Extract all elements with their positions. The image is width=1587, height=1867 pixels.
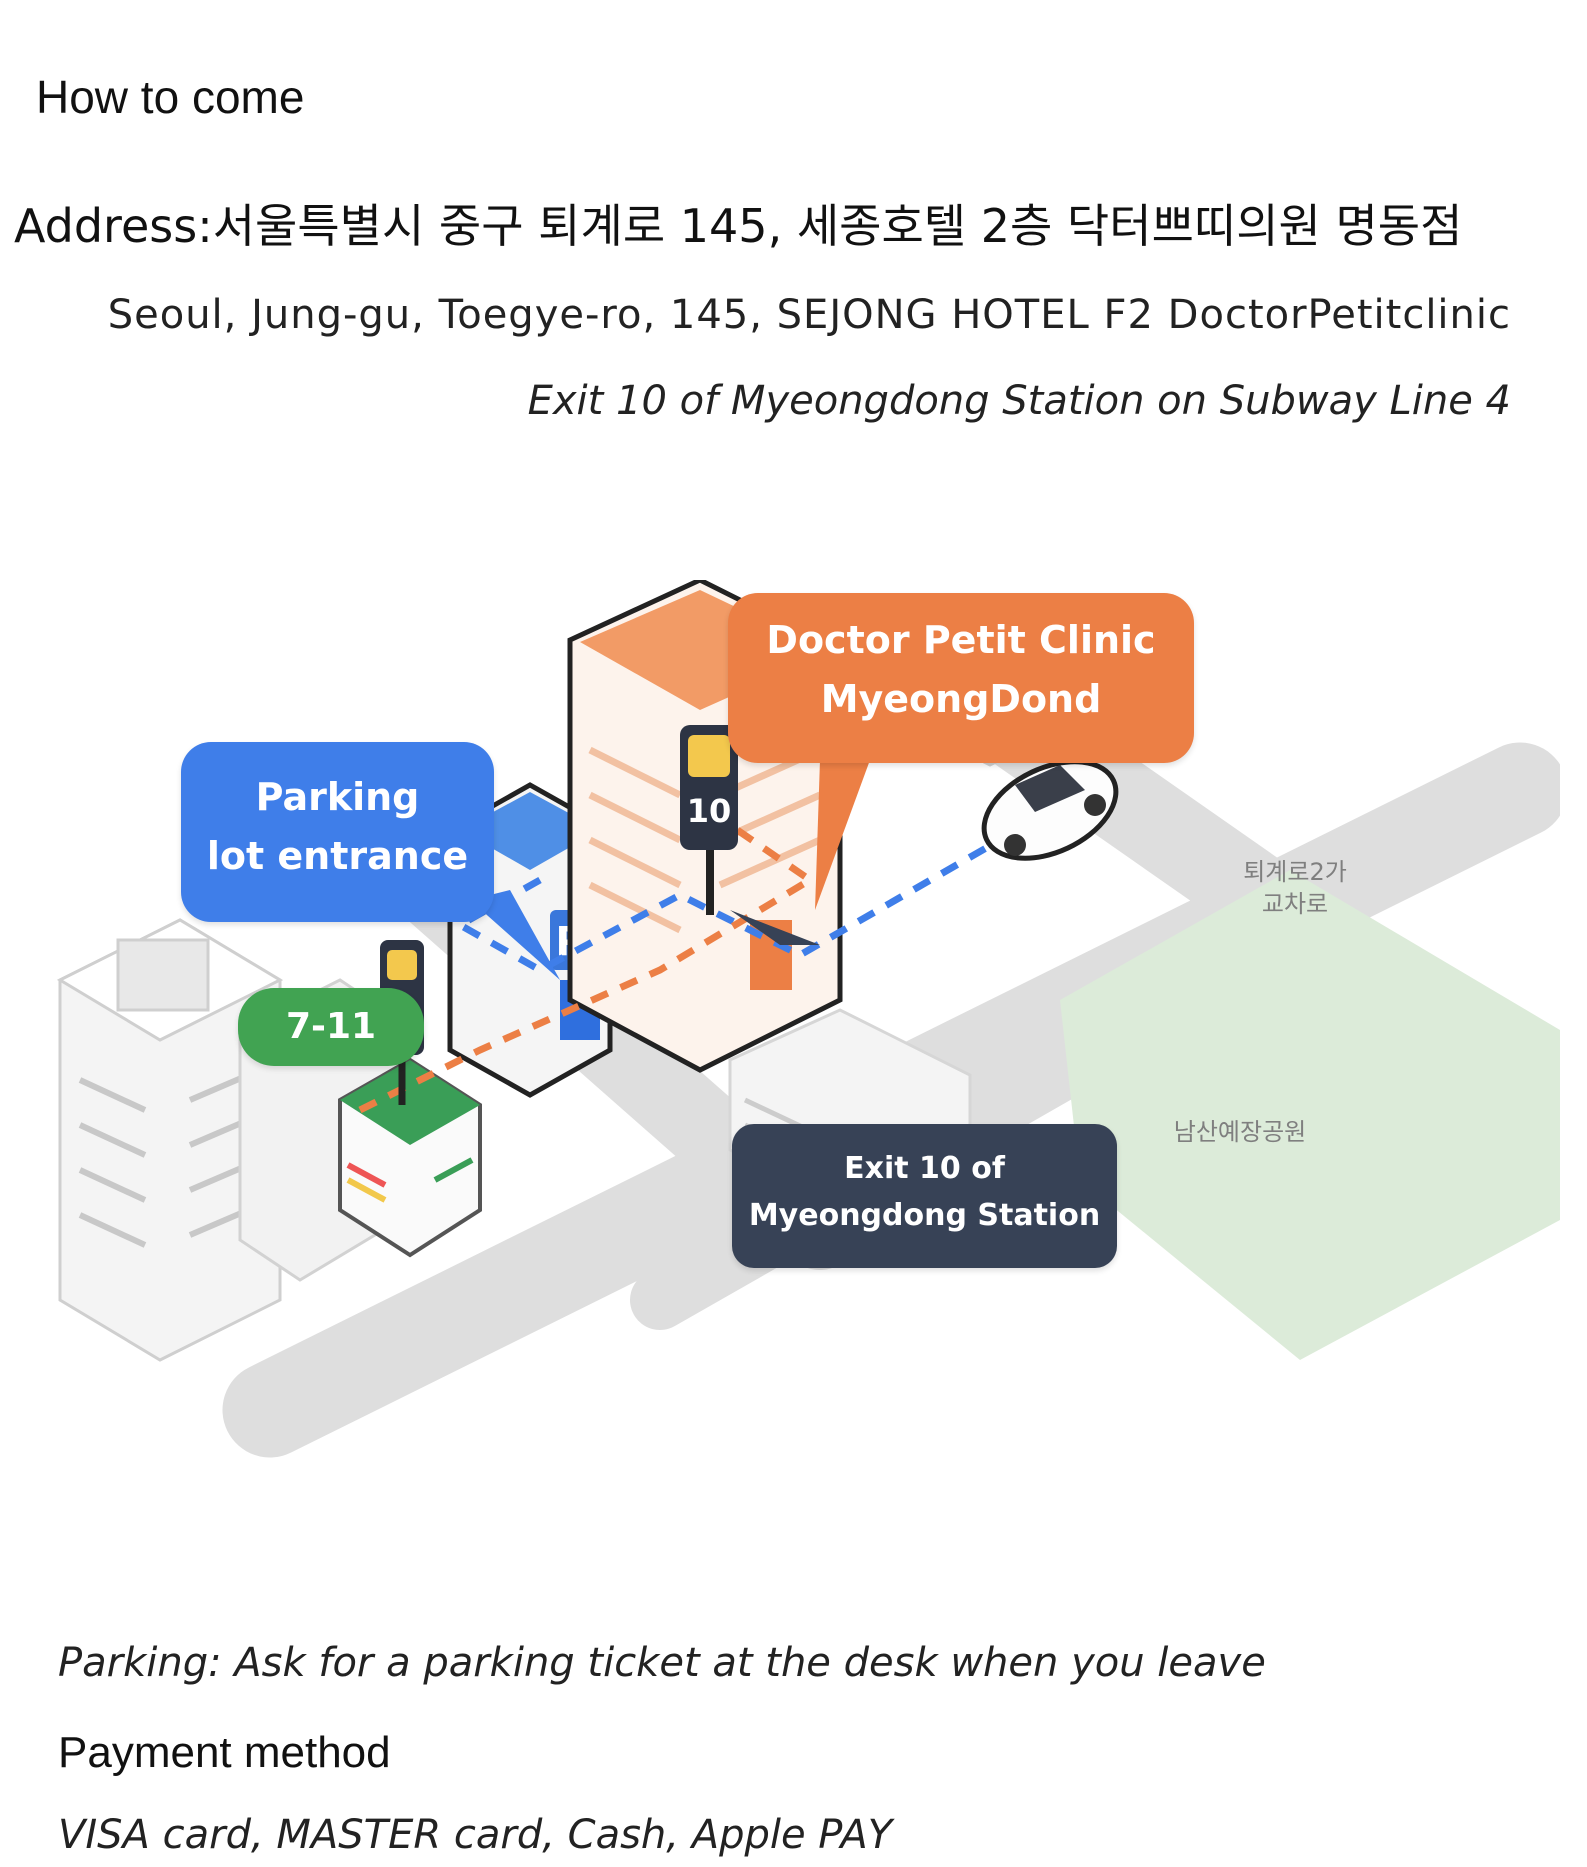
parking-callout-pointer: [470, 890, 560, 980]
car-icon: [981, 759, 1119, 861]
clinic-callout-line2: MyeongDond: [820, 676, 1102, 721]
exit-callout-line2: Myeongdong Station: [748, 1197, 1101, 1233]
address-label: Address:: [14, 199, 213, 253]
parking-note: Parking: Ask for a parking ticket at the…: [58, 1640, 1266, 1686]
exit-10-sign: 10: [680, 725, 738, 915]
intersection-label-1: 퇴계로2가: [1243, 858, 1347, 886]
park-area: [1060, 870, 1560, 1360]
walking-route-orange: [358, 822, 817, 1114]
exit-callout-pointer: [730, 910, 820, 945]
address-english: Seoul, Jung-gu, Toegye-ro, 145, SEJONG H…: [107, 292, 1511, 338]
building-left-tower: [56, 918, 284, 1362]
clinic-callout-pointer: [815, 760, 870, 910]
subway-exit-info: Exit 10 of Myeongdong Station on Subway …: [527, 378, 1511, 424]
parking-callout: Parking lot entrance: [181, 742, 494, 922]
store-building: [338, 1057, 482, 1258]
address-korean: 서울특별시 중구 퇴계로 145, 세종호텔 2층 닥터쁘띠의원 명동점: [212, 199, 1463, 253]
clinic-callout-line1: Doctor Petit Clinic: [766, 618, 1156, 662]
store-callout: 7-11: [238, 988, 424, 1066]
exit-callout: Exit 10 of Myeongdong Station: [732, 1124, 1117, 1268]
exit-callout-line1: Exit 10 of: [844, 1151, 1005, 1186]
exit-10-number: 10: [687, 792, 732, 830]
clinic-callout: Doctor Petit Clinic MyeongDond: [728, 593, 1194, 763]
intersection-label-2: 교차로: [1262, 890, 1328, 918]
page-title: How to come: [36, 71, 305, 123]
parking-callout-line2: lot entrance: [206, 833, 469, 878]
parking-callout-line1: Parking: [255, 775, 420, 819]
park-label: 남산예장공원: [1174, 1118, 1306, 1146]
address-line: Address:서울특별시 중구 퇴계로 145, 세종호텔 2층 닥터쁘띠의원…: [14, 190, 1462, 256]
payment-title: Payment method: [58, 1728, 391, 1777]
payment-methods: VISA card, MASTER card, Cash, Apple PAY: [58, 1812, 893, 1858]
